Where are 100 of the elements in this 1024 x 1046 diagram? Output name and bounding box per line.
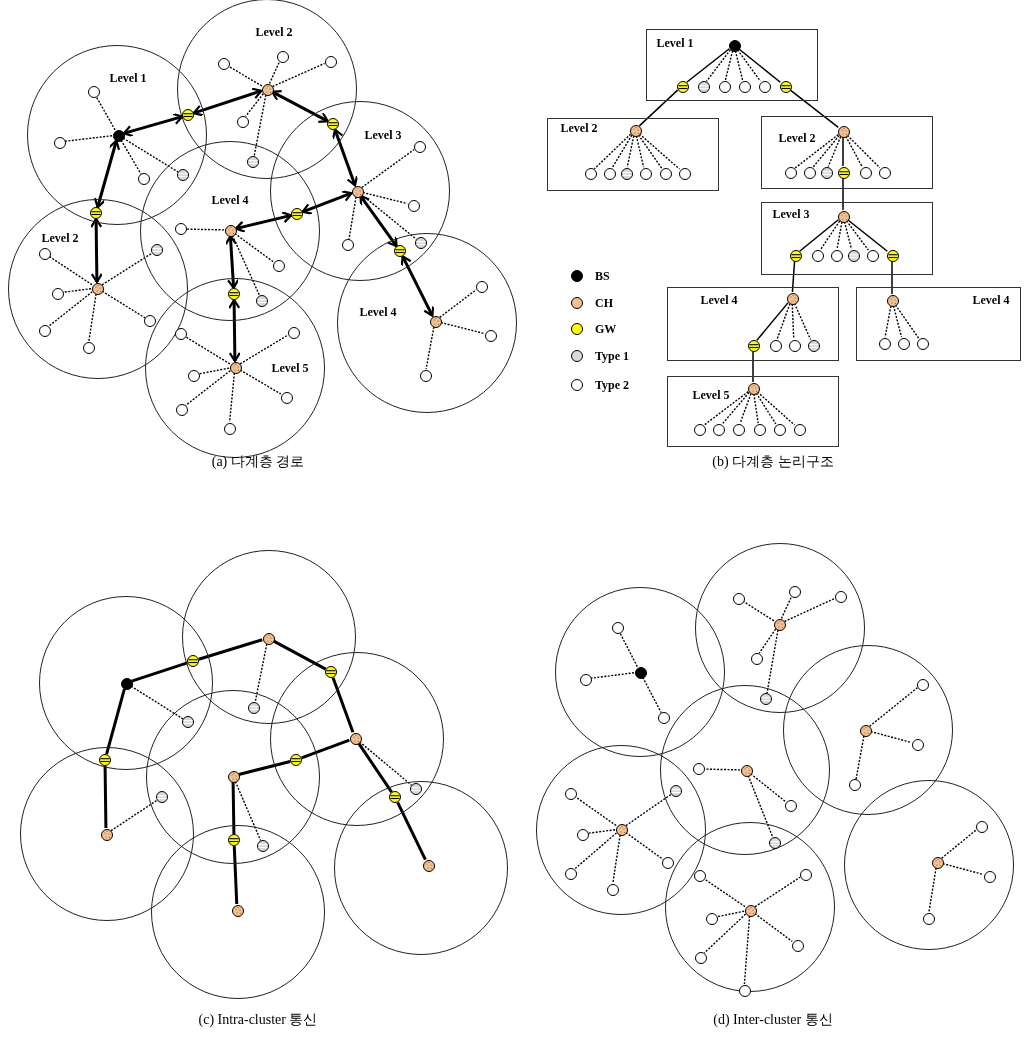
sensor-node [485, 330, 497, 342]
gateway-node [187, 655, 199, 667]
dashed-link [101, 252, 153, 286]
sensor-node [976, 821, 988, 833]
gateway-node [327, 118, 339, 130]
sensor-node [144, 315, 156, 327]
sensor-node [281, 392, 293, 404]
dashed-link [776, 302, 791, 341]
dashed-link [120, 139, 142, 175]
dashed-link [271, 62, 326, 88]
gateway-node [887, 250, 899, 262]
sensor-node [800, 869, 812, 881]
link-line [789, 88, 839, 129]
thick-link [301, 738, 350, 760]
gateway-node [291, 208, 303, 220]
sensor-node [760, 693, 772, 705]
level-box [761, 116, 933, 189]
sensor-node [923, 913, 935, 925]
sensor-node [792, 940, 804, 952]
dashed-link [868, 687, 919, 727]
sensor-node [52, 288, 64, 300]
double-arrow [359, 194, 398, 248]
level-label: Level 2 [778, 130, 816, 146]
sensor-node [898, 338, 910, 350]
dashed-link [122, 137, 179, 173]
dashed-link [845, 220, 870, 251]
sensor-node [621, 168, 633, 180]
dashed-link [928, 867, 937, 913]
sensor-node [83, 342, 95, 354]
sensor-node [224, 423, 236, 435]
sensor-node [679, 168, 691, 180]
figure-caption: (b) 다계층 논리구조 [712, 453, 834, 471]
gateway-node [748, 340, 760, 352]
dashed-link [239, 369, 282, 395]
sensor-node [879, 338, 891, 350]
cluster-head-node [748, 383, 760, 395]
dashed-link [574, 795, 617, 827]
link-line [846, 219, 889, 252]
sensor-node [917, 679, 929, 691]
sensor-node [476, 281, 488, 293]
sensor-node [177, 169, 189, 181]
dashed-link [198, 367, 230, 375]
sensor-node [658, 712, 670, 724]
link-line [756, 301, 789, 342]
sensor-node [867, 250, 879, 262]
dashed-link [783, 597, 836, 623]
level-label: Level 2 [41, 230, 79, 246]
dashed-link [348, 196, 357, 240]
dashed-link [268, 60, 281, 85]
sensor-node [713, 424, 725, 436]
double-arrow [224, 234, 240, 290]
sensor-node [410, 783, 422, 795]
sensor-node [39, 325, 51, 337]
sensor-node [785, 800, 797, 812]
sensor-node [774, 424, 786, 436]
base-station-node [113, 130, 125, 142]
dashed-link [736, 49, 762, 82]
dashed-link [743, 915, 751, 985]
sensor-node [175, 328, 187, 340]
dashed-link [626, 135, 635, 168]
dashed-link [703, 913, 747, 954]
sensor-node [256, 295, 268, 307]
link-line [891, 260, 893, 295]
sensor-node [912, 739, 924, 751]
dashed-link [705, 49, 732, 82]
dashed-link [836, 221, 843, 250]
cluster-head-node [92, 283, 104, 295]
thick-link [105, 688, 126, 755]
link-line [842, 136, 844, 167]
gateway-node [290, 754, 302, 766]
gateway-node [780, 81, 792, 93]
sensor-node [414, 141, 426, 153]
sensor-node [695, 952, 707, 964]
level-box [667, 376, 839, 447]
sensor-node [420, 370, 432, 382]
sensor-node [277, 51, 289, 63]
sensor-node [604, 168, 616, 180]
dashed-link [635, 135, 645, 168]
dashed-link [612, 834, 621, 884]
level-label: Level 4 [211, 192, 249, 208]
sensor-node [408, 200, 420, 212]
link-line [842, 177, 844, 211]
legend-label: BS [595, 268, 610, 284]
dashed-link [703, 390, 749, 427]
dashed-link [254, 643, 268, 703]
sensor-node [218, 58, 230, 70]
sensor-node [585, 168, 597, 180]
gateway-node [182, 109, 194, 121]
dashed-link [593, 133, 632, 170]
level-box [761, 202, 933, 275]
gateway-node [394, 245, 406, 257]
cluster-head-node [101, 829, 113, 841]
cluster-head-node [741, 765, 753, 777]
dashed-link [758, 628, 777, 654]
dashed-link [186, 228, 225, 231]
double-arrow [192, 87, 263, 117]
dashed-link [440, 321, 485, 335]
sensor-node [156, 791, 168, 803]
dashed-link [439, 288, 477, 319]
dashed-link [753, 393, 759, 424]
